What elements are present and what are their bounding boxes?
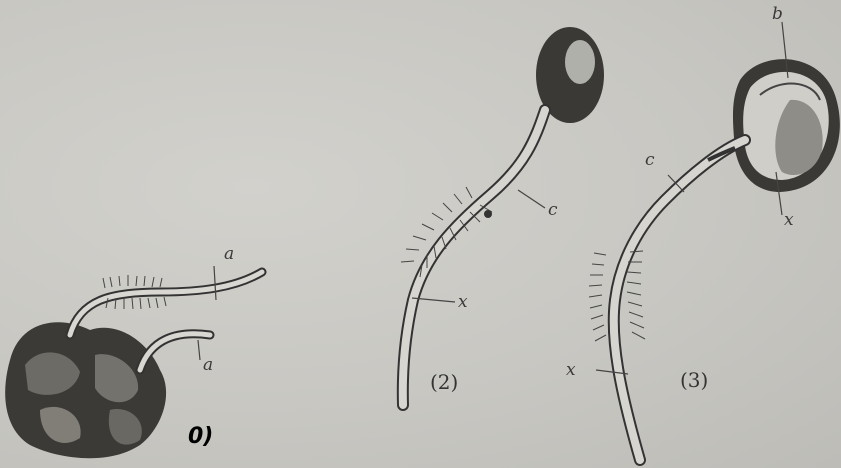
figure-3-seedling [589,22,840,460]
label-fig1-a-upper: a [224,244,234,264]
label-fig2-c: c [548,200,558,220]
figure-2-caption: (2) [430,370,458,394]
label-fig3-x-seed: x [784,210,794,230]
label-fig3-c: c [645,150,655,170]
label-fig3-b: b [772,4,783,24]
figure-1-seedling [5,266,262,458]
label-fig2-x: x [458,292,468,312]
label-fig3-x-root: x [566,360,576,380]
figure-2-seedling [401,27,604,405]
label-fig1-a-lower: a [203,355,213,375]
figure-1-caption: 0) [188,424,213,449]
figure-3-caption: (3) [680,368,708,392]
